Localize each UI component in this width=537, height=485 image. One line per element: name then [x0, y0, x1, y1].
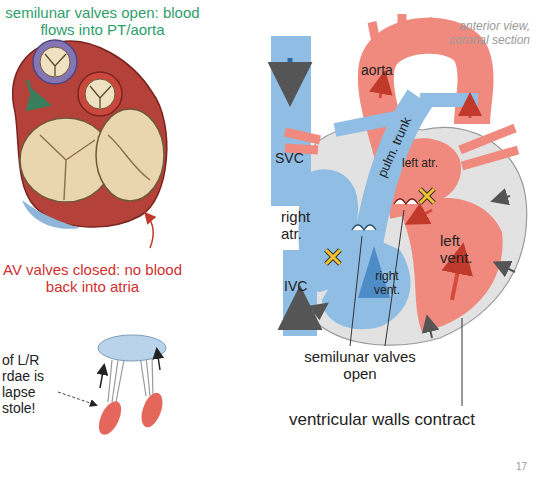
heart-coronal-section-part: [380, 76, 384, 98]
valve-superior-view-part: [90, 86, 111, 108]
valve-chordae-illustration: [58, 335, 167, 438]
valve-superior-view-part: [28, 80, 46, 104]
vessel-label: aorta: [361, 62, 411, 78]
heart-coronal-section-part: [285, 132, 320, 150]
heart-coronal-section-part: [288, 58, 293, 92]
heart-coronal-section-part: [394, 199, 418, 204]
valve-superior-view-part: [40, 47, 70, 77]
callout-label: semilunar valves open: [295, 348, 425, 383]
valve-chordae-illustration-part: [108, 356, 153, 402]
heart-coronal-section-part: [299, 125, 526, 345]
heart-coronal-section-part: [310, 306, 324, 316]
valve-superior-view-part: [45, 54, 66, 76]
valve-superior-view-part: [22, 200, 80, 229]
heart-coronal-section-part: [469, 98, 472, 118]
chamber-label: left atr.: [402, 157, 454, 171]
callout-note: AV valves closed: no blood back into atr…: [0, 261, 185, 296]
valve-chordae-illustration-part: [157, 350, 160, 370]
heart-coronal-section-part: [400, 198, 503, 332]
heart-coronal-section-part: [420, 189, 434, 203]
chamber-label: right vent.: [366, 270, 408, 298]
valve-chordae-illustration-part: [137, 390, 166, 430]
valve-superior-view-part: [146, 214, 153, 248]
heart-coronal-section-part: [326, 250, 340, 264]
heart-coronal-section-part: [420, 189, 434, 203]
valve-chordae-illustration-part: [58, 392, 96, 405]
heart-coronal-section-part: [498, 264, 515, 272]
heart-coronal-section-part: [496, 196, 510, 200]
heart-coronal-section-part: [410, 210, 432, 222]
heart-coronal-section-part: [428, 320, 432, 338]
heart-coronal-section-part: [460, 128, 518, 166]
heart-coronal-section-part: [372, 14, 434, 42]
heart-coronal-section-part: [350, 236, 362, 346]
vessel-label: SVC: [275, 150, 315, 166]
valve-superior-view-part: [78, 72, 122, 116]
chamber-label: left vent.: [440, 232, 490, 267]
valve-chordae-illustration-part: [100, 366, 104, 388]
heart-coronal-section-part: [326, 250, 340, 264]
vessel-label: IVC: [284, 278, 324, 294]
valve-superior-view-part: [96, 109, 164, 201]
page-number: 17: [516, 461, 536, 473]
heart-coronal-section-part: [298, 300, 303, 330]
heart-coronal-section-part: [322, 232, 410, 329]
callout-note: semilunar valves open: blood flows into …: [0, 4, 205, 39]
heart-coronal-section: [271, 14, 527, 406]
view-note: anterior view, coronal section: [422, 20, 530, 48]
cropped-note: of L/R rdae is lapse stole!: [2, 352, 60, 416]
valve-superior-view-part: [85, 79, 115, 109]
valve-chordae-illustration-part: [98, 335, 166, 361]
valve-superior-view-part: [40, 135, 95, 200]
valve-superior-view-part: [33, 40, 77, 84]
valve-superior-view: [13, 40, 167, 248]
chamber-label: right atr.: [281, 208, 329, 243]
heart-coronal-section-part: [352, 225, 376, 230]
valve-superior-view-part: [108, 135, 150, 180]
caption-label: ventricular walls contract: [262, 410, 502, 430]
valve-chordae-illustration-part: [94, 398, 126, 438]
heart-coronal-section-part: [462, 318, 463, 406]
